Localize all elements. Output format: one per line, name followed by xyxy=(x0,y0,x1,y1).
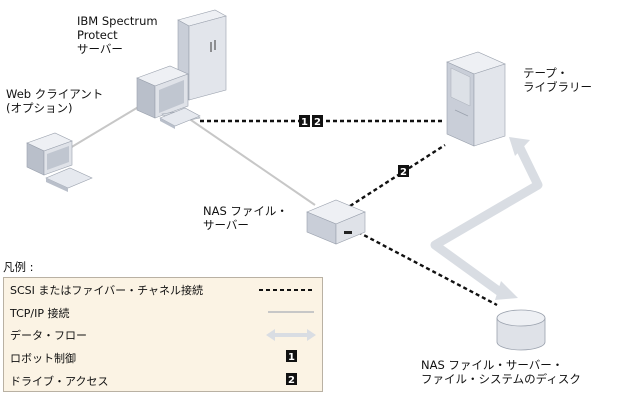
legend-symbol-dashed-line xyxy=(259,289,315,291)
scsi-line-nas-to-library xyxy=(349,143,446,208)
tcpip-line-server-to-nas xyxy=(187,117,316,206)
tcpip-line-client-to-server xyxy=(69,99,151,149)
legend-symbol-badge-1: 1 xyxy=(286,350,297,362)
nas-disk-label-line-1: NAS ファイル・サーバー・ xyxy=(421,358,564,372)
legend-label-tcpip: TCP/IP 接続 xyxy=(10,307,70,320)
web-client-computer-icon xyxy=(26,132,93,192)
nas-server-label: NAS ファイル・ サーバー xyxy=(203,204,288,232)
nas-disk-label: NAS ファイル・サーバー・ ファイル・システムのディスク xyxy=(421,358,581,386)
server-keyboard-icon xyxy=(159,107,201,129)
legend-label-scsi: SCSI またはファイバー・チャネル接続 xyxy=(10,284,204,297)
svg-text:2: 2 xyxy=(400,167,407,178)
server-label: IBM Spectrum Protect サーバー xyxy=(77,14,158,56)
nas-server-icon xyxy=(306,199,366,245)
web-client-label: Web クライアント (オプション) xyxy=(6,87,103,115)
tcpip-connections xyxy=(69,99,316,206)
legend-symbol-double-arrow xyxy=(266,329,316,341)
web-client-label-line-2: (オプション) xyxy=(6,101,73,115)
svg-text:1: 1 xyxy=(301,117,308,128)
server-label-line-1: IBM Spectrum xyxy=(77,14,158,28)
tape-library-label-line-1: テープ・ xyxy=(523,66,569,80)
badge-drive-access: 2 xyxy=(312,115,323,128)
legend-symbol-solid-line xyxy=(268,311,314,313)
tape-library-icon xyxy=(446,51,506,147)
tape-library-label-line-2: ライブラリー xyxy=(523,80,592,94)
server-label-line-3: サーバー xyxy=(77,42,123,56)
legend-box: SCSI またはファイバー・チャネル接続 TCP/IP 接続 データ・フロー ロ… xyxy=(3,277,323,392)
web-client-label-line-1: Web クライアント xyxy=(6,87,104,101)
legend-symbol-badge-2: 2 xyxy=(286,373,297,385)
nas-server-label-line-1: NAS ファイル・ xyxy=(203,204,288,218)
svg-text:1: 1 xyxy=(288,352,295,362)
badge-robot-control: 1 xyxy=(299,115,310,128)
data-flow-arrow xyxy=(430,137,543,300)
legend-label-drive-access: ドライブ・アクセス xyxy=(10,375,109,388)
legend-title: 凡例 : xyxy=(3,260,34,274)
scsi-line-nas-to-disk xyxy=(357,230,498,307)
badge-drive-access-nas: 2 xyxy=(398,165,409,178)
nas-disk-label-line-2: ファイル・システムのディスク xyxy=(421,372,581,386)
legend-label-robot-control: ロボット制御 xyxy=(10,352,76,365)
svg-text:2: 2 xyxy=(314,117,321,128)
nas-server-label-line-2: サーバー xyxy=(203,218,249,232)
nas-disk-icon xyxy=(496,309,546,351)
legend-label-data-flow: データ・フロー xyxy=(10,329,87,342)
svg-text:2: 2 xyxy=(288,375,295,385)
server-label-line-2: Protect xyxy=(77,28,118,42)
tape-library-label: テープ・ ライブラリー xyxy=(523,66,592,94)
